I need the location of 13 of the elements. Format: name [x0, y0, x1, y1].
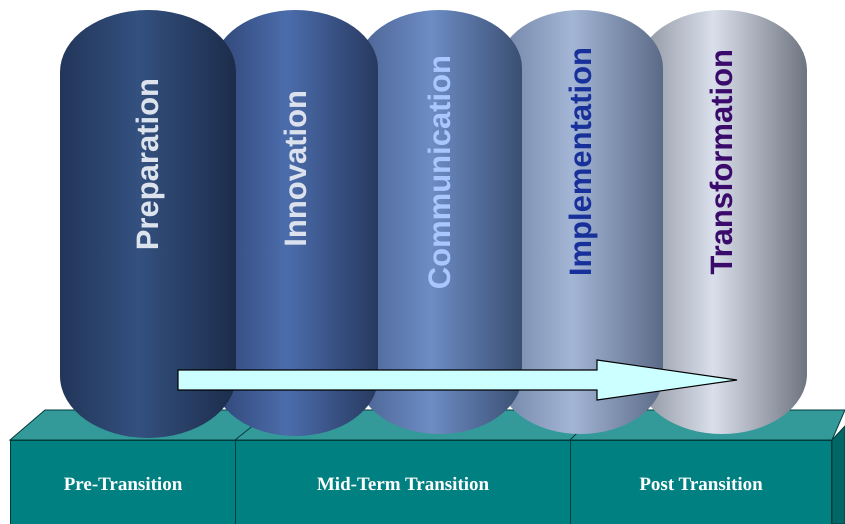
- phase-label: Post Transition: [639, 474, 763, 496]
- block-arrow: [177, 359, 738, 401]
- phase-block: [10, 440, 236, 524]
- phase-label: Pre-Transition: [64, 474, 182, 496]
- stage-label: Innovation: [278, 90, 314, 246]
- stage-label: Transformation: [704, 49, 740, 275]
- cylinder: [60, 10, 236, 438]
- stage-label: Communication: [422, 54, 458, 290]
- phase-label: Mid-Term Transition: [316, 474, 490, 496]
- stage-label: Implementation: [562, 47, 598, 277]
- phase-block: [235, 440, 571, 524]
- stage-label: Preparation: [130, 78, 166, 250]
- phase-block: [570, 440, 832, 524]
